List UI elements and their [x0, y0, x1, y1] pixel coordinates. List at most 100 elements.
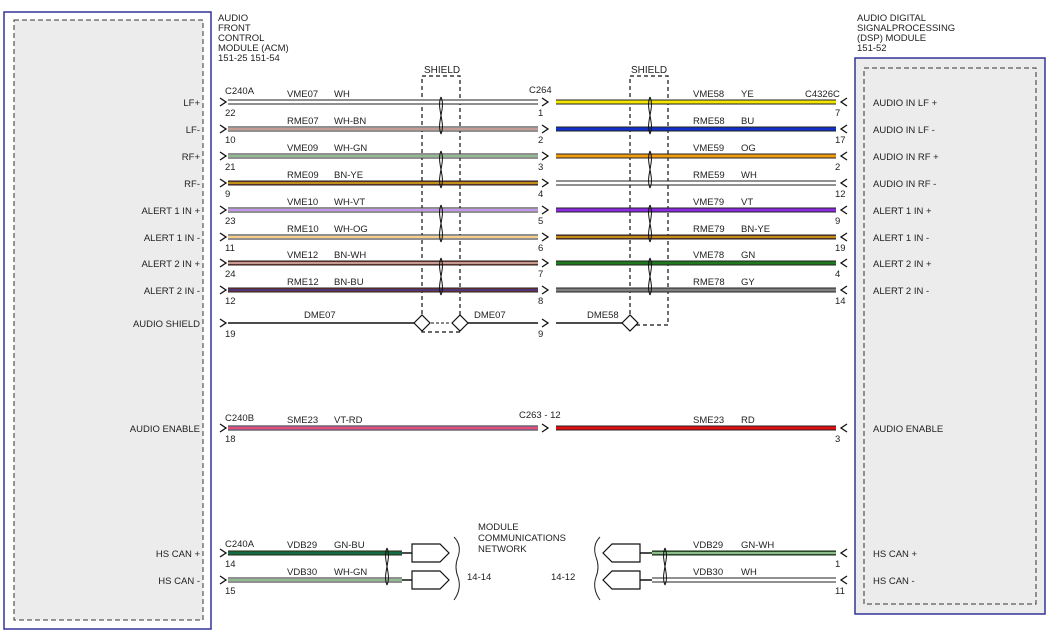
pin-number: 9 [835, 216, 840, 227]
twisted-pair-icon [439, 257, 443, 296]
connector-arrow [219, 124, 228, 134]
pin-number: 11 [225, 243, 235, 254]
connector-arrow [541, 318, 550, 328]
acm-pin-label: ALERT 1 IN + [141, 206, 200, 217]
wire-color-label: GN-BU [334, 540, 365, 551]
acm-title-line: MODULE (ACM) [218, 43, 289, 54]
connector-arrow [219, 151, 228, 161]
dsp-pin-label: AUDIO ENABLE [873, 424, 943, 435]
acm-title-line: CONTROL [218, 33, 264, 44]
network-ref-right: 14-12 [551, 572, 575, 583]
pin-number: 15 [225, 586, 236, 597]
acm-pin-label: ALERT 2 IN + [141, 259, 200, 270]
shield-label: SHIELD [631, 65, 667, 76]
acm-title-line: 151-25 151-54 [218, 53, 280, 64]
shield-right: SHIELD [629, 65, 669, 326]
wire-color-label: WH-GN [334, 567, 367, 578]
dsp-pin-label: ALERT 2 IN + [873, 259, 932, 270]
wire-color-label: GY [741, 277, 755, 288]
dsp-title-line: 151-52 [857, 43, 887, 54]
acm-module [3, 11, 212, 630]
shield-splice-icon [451, 314, 469, 332]
network-block: MODULE COMMUNICATIONS NETWORK 14-14 14-1… [453, 522, 601, 601]
pin-number: 19 [225, 329, 236, 340]
connector-arrow [839, 178, 848, 188]
twisted-pair-icon [439, 96, 443, 135]
pin-number: 7 [835, 108, 840, 119]
circuit-label: RME79 [693, 224, 725, 235]
pin-number: 14 [225, 559, 236, 570]
wire-color-label: GN-WH [741, 540, 774, 551]
connector-arrow [219, 423, 228, 433]
network-label-line: MODULE [478, 522, 519, 533]
acm-pin-label: LF- [186, 125, 200, 136]
connector-arrow [839, 423, 848, 433]
dsp-pin-label: ALERT 1 IN - [873, 233, 929, 244]
wire-color-label: VT-RD [334, 415, 363, 426]
dsp-pin-label: AUDIO IN LF - [873, 125, 935, 136]
network-ref-left: 14-14 [467, 572, 491, 583]
connector-arrow [219, 258, 228, 268]
wires-layer [219, 96, 848, 590]
dsp-title-line: AUDIO DIGITAL [857, 13, 926, 24]
pin-number: 19 [835, 243, 846, 254]
circuit-label: VME79 [693, 197, 724, 208]
pin-number: 11 [835, 586, 845, 597]
wire-color-label: BN-YE [334, 170, 363, 181]
connector-arrow [541, 423, 550, 433]
dsp-title-line: (DSP) MODULE [857, 33, 926, 44]
connector-c240a-top: C240A [225, 86, 255, 97]
wire-color-label: WH-OG [334, 224, 368, 235]
circuit-label: DME07 [304, 310, 336, 321]
pin-number: 2 [835, 162, 840, 173]
wire-color-label: WH [741, 567, 757, 578]
twisted-pair-icon [385, 547, 389, 586]
connector-arrow [219, 575, 228, 585]
connector-arrow [839, 205, 848, 215]
connector-arrow [541, 258, 550, 268]
connector-c4326c: C4326C [805, 89, 840, 100]
connector-arrow [219, 318, 228, 328]
network-label-line: NETWORK [478, 544, 527, 555]
dsp-pin-label: ALERT 1 IN + [873, 206, 932, 217]
circuit-label: VME59 [693, 143, 724, 154]
connector-arrow [219, 205, 228, 215]
network-connector-icon [602, 543, 641, 563]
dsp-pin-label: AUDIO IN LF + [873, 98, 938, 109]
connector-arrow [839, 285, 848, 295]
pin-number: 21 [225, 162, 236, 173]
connector-arrow [219, 285, 228, 295]
twisted-pair-icon [439, 150, 443, 189]
circuit-label: RME78 [693, 277, 725, 288]
pin-number: 4 [538, 189, 543, 200]
network-connector-icon [602, 570, 641, 590]
circuit-label: VDB29 [693, 540, 723, 551]
wire-color-label: GN [741, 250, 755, 261]
connector-arrow [219, 548, 228, 558]
connector-c240a-bottom: C240A [225, 539, 255, 550]
connector-arrow [839, 232, 848, 242]
wire-color-label: BN-YE [741, 224, 770, 235]
connector-arrow [839, 151, 848, 161]
acm-title: AUDIO FRONT CONTROL MODULE (ACM) 151-25 … [218, 13, 289, 64]
circuit-label: DME07 [474, 310, 506, 321]
twisted-pair-icon [648, 150, 652, 189]
pin-number: 7 [538, 269, 543, 280]
circuit-label: SME23 [287, 415, 318, 426]
circuit-label: RME59 [693, 170, 725, 181]
wire-color-label: WH-BN [334, 116, 366, 127]
dsp-pin-label: HS CAN - [873, 576, 915, 587]
twisted-pair-icon [648, 257, 652, 296]
pin-number: 12 [225, 296, 236, 307]
connector-arrow [219, 97, 228, 107]
wire-color-label: WH-VT [334, 197, 365, 208]
pin-number: 18 [225, 434, 236, 445]
connector-arrow [541, 232, 550, 242]
network-label-line: COMMUNICATIONS [478, 533, 566, 544]
acm-pin-label: HS CAN - [158, 576, 200, 587]
connector-arrow [541, 205, 550, 215]
connector-arrow [839, 575, 848, 585]
wire-color-label: BN-BU [334, 277, 364, 288]
